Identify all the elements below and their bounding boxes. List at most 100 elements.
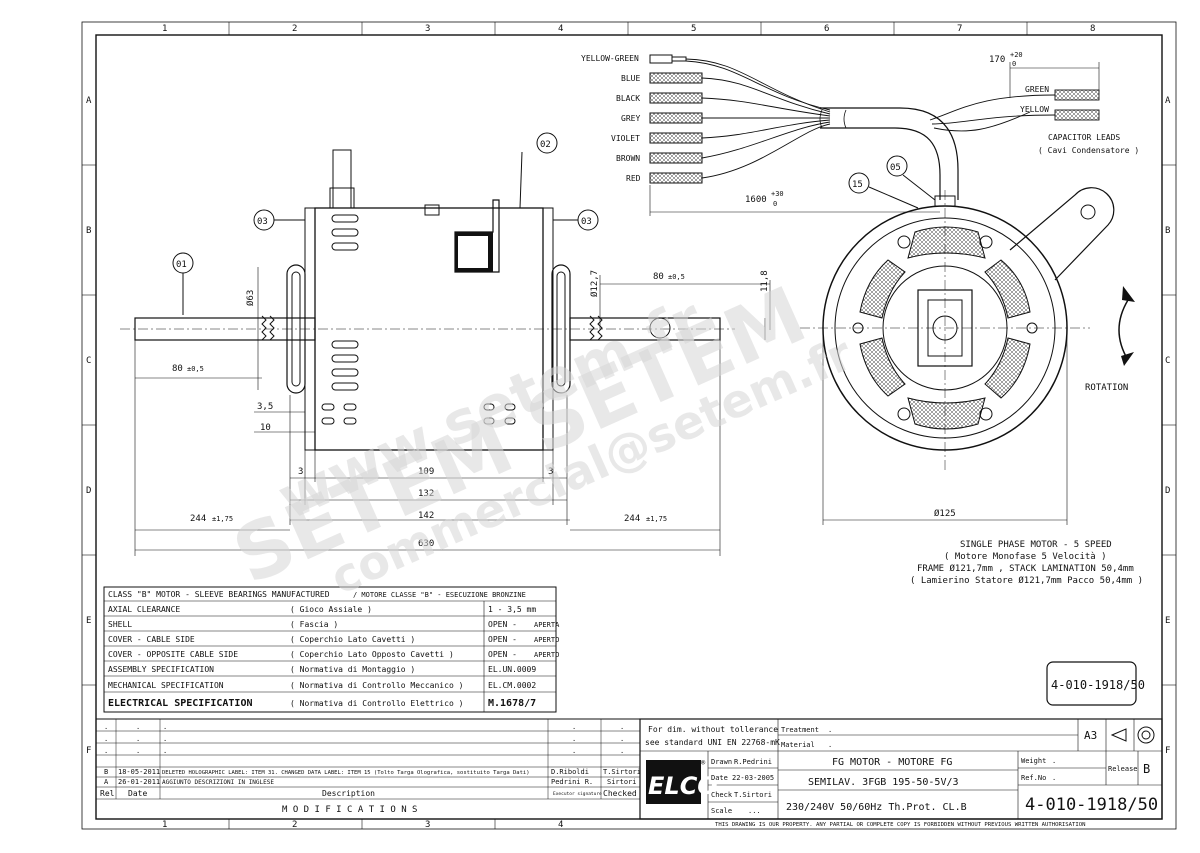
- svg-text:( Normativa di Controllo Elett: ( Normativa di Controllo Elettrico ): [290, 699, 463, 708]
- svg-text:.: .: [572, 735, 576, 743]
- dim-244-left: 244: [190, 514, 206, 524]
- svg-text:Date: Date: [128, 789, 147, 798]
- svg-text:.: .: [620, 735, 624, 743]
- wire-label: YELLOW-GREEN: [581, 54, 639, 63]
- col-ref: 1: [162, 820, 167, 830]
- svg-text:+30: +30: [771, 190, 784, 198]
- svg-text:22-03-2005: 22-03-2005: [732, 774, 774, 782]
- balloon-02: 02: [540, 140, 551, 150]
- wire-leads: YELLOW-GREEN BLUE BLACK GREY VIOLET BROW…: [581, 51, 1139, 216]
- balloon-01: 01: [176, 260, 187, 270]
- row-ref: D: [86, 486, 91, 496]
- svg-text:.: .: [104, 747, 108, 755]
- dim-d12: Ø12,7: [589, 270, 600, 297]
- svg-text:Scale: Scale: [711, 807, 732, 815]
- wire-label: RED: [626, 174, 641, 183]
- svg-text:...: ...: [748, 807, 761, 815]
- svg-text:D.Riboldi: D.Riboldi: [551, 768, 589, 776]
- svg-text:0: 0: [773, 200, 777, 208]
- projection-symbol-icon: [1110, 726, 1155, 744]
- watermark: www.setem.fr SETEM SETEM commercial@sete…: [221, 270, 860, 605]
- col-ref: 2: [292, 820, 297, 830]
- svg-text:.: .: [828, 741, 832, 749]
- svg-text:.: .: [620, 723, 624, 731]
- svg-text:.: .: [104, 723, 108, 731]
- svg-text:.: .: [572, 723, 576, 731]
- col-ref: 3: [425, 24, 430, 34]
- dim-3: 3: [548, 467, 553, 477]
- svg-text:4-010-1918/50: 4-010-1918/50: [1051, 678, 1145, 692]
- svg-text:.: .: [104, 735, 108, 743]
- svg-text:R.Pedrini: R.Pedrini: [734, 758, 772, 766]
- dim-630: 630: [418, 539, 434, 549]
- svg-text:T.Sirtori: T.Sirtori: [734, 791, 772, 799]
- svg-text:MECHANICAL SPECIFICATION: MECHANICAL SPECIFICATION: [108, 681, 224, 690]
- svg-text:Weight: Weight: [1021, 757, 1046, 765]
- svg-text:.: .: [1052, 774, 1056, 782]
- dim-142: 142: [418, 511, 434, 521]
- svg-text:B: B: [104, 768, 108, 776]
- svg-text:Material: Material: [781, 741, 815, 749]
- row-ref: A: [1165, 96, 1171, 106]
- dim-80-right: 80: [653, 272, 664, 282]
- svg-text:ELCO: ELCO: [648, 772, 718, 800]
- svg-text:.: .: [136, 747, 140, 755]
- svg-text:±0,5: ±0,5: [187, 365, 204, 373]
- elco-logo: ELCO ®: [646, 759, 718, 804]
- svg-text:( Coperchio Lato Cavetti ): ( Coperchio Lato Cavetti ): [290, 635, 415, 644]
- svg-text:OPEN -: OPEN -: [488, 650, 517, 659]
- svg-text:.: .: [620, 747, 624, 755]
- dim-132: 132: [418, 489, 434, 499]
- desc-line: ( Motore Monofase 5 Velocità ): [944, 552, 1107, 562]
- title-line-1: FG MOTOR - MOTORE FG: [832, 757, 952, 768]
- desc-line: SINGLE PHASE MOTOR - 5 SPEED: [960, 540, 1112, 550]
- row-ref: E: [86, 616, 91, 626]
- rotation-label: ROTATION: [1085, 383, 1128, 393]
- svg-text:Executor signature: Executor signature: [553, 791, 602, 797]
- format-label: A3: [1084, 729, 1097, 742]
- balloon-15: 15: [852, 180, 863, 190]
- wire-label: GREY: [621, 114, 640, 123]
- svg-text:OPEN -: OPEN -: [488, 620, 517, 629]
- svg-text:EL.CM.0002: EL.CM.0002: [488, 681, 536, 690]
- wire-label: BLUE: [621, 74, 640, 83]
- dim-10: 10: [260, 423, 271, 433]
- svg-text:For dim. without tollerance: For dim. without tollerance: [648, 725, 778, 734]
- svg-text:see standard UNI EN 22768-mK: see standard UNI EN 22768-mK: [645, 738, 780, 747]
- svg-text:DELETED HOLOGRAPHIC LABEL: ITE: DELETED HOLOGRAPHIC LABEL: ITEM 31. CHAN…: [162, 770, 530, 776]
- row-ref: F: [86, 746, 91, 756]
- svg-text:.: .: [136, 723, 140, 731]
- cap-lead-label: YELLOW: [1020, 105, 1049, 114]
- svg-text:Description: Description: [322, 789, 375, 798]
- svg-text:±1,75: ±1,75: [212, 515, 233, 523]
- svg-text:±1,75: ±1,75: [646, 515, 667, 523]
- wire-label: BLACK: [616, 94, 640, 103]
- dim-170: 170: [989, 55, 1005, 65]
- row-ref: B: [1165, 226, 1170, 236]
- svg-text:APERTA: APERTA: [534, 621, 560, 629]
- svg-text:.: .: [1052, 757, 1056, 765]
- side-view-dimensions: Ø63 Ø12,7 11,8 80 ±0,5 80 ±0,5 3,5 10 3 …: [134, 267, 771, 556]
- desc-line: ( Lamierino Statore Ø121,7mm Pacco 50,4m…: [910, 575, 1143, 586]
- desc-line: FRAME Ø121,7mm , STACK LAMINATION 50,4mm: [917, 563, 1134, 574]
- svg-text:+20: +20: [1010, 51, 1023, 59]
- motor-description: SINGLE PHASE MOTOR - 5 SPEED ( Motore Mo…: [910, 540, 1143, 586]
- svg-text:Treatment: Treatment: [781, 726, 819, 734]
- cap-subtitle: ( Cavi Condensatore ): [1038, 146, 1139, 155]
- col-ref: 6: [824, 24, 829, 34]
- col-ref: 4: [558, 820, 563, 830]
- svg-text:1 - 3,5 mm: 1 - 3,5 mm: [488, 605, 536, 614]
- col-ref: 5: [691, 24, 696, 34]
- dim-3: 3: [298, 467, 303, 477]
- svg-text:Sirtori: Sirtori: [607, 778, 637, 786]
- svg-text:SHELL: SHELL: [108, 620, 132, 629]
- svg-text:.: .: [572, 747, 576, 755]
- balloon-05: 05: [890, 163, 901, 173]
- balloon-03: 03: [581, 217, 592, 227]
- reference-balloons: 01 02 03 03 05 15: [172, 132, 936, 315]
- row-ref: D: [1165, 486, 1170, 496]
- svg-text:( Gioco Assiale ): ( Gioco Assiale ): [290, 605, 372, 614]
- dim-80-left: 80: [172, 364, 183, 374]
- svg-text:AXIAL CLEARANCE: AXIAL CLEARANCE: [108, 605, 180, 614]
- svg-text:Rel: Rel: [100, 789, 115, 798]
